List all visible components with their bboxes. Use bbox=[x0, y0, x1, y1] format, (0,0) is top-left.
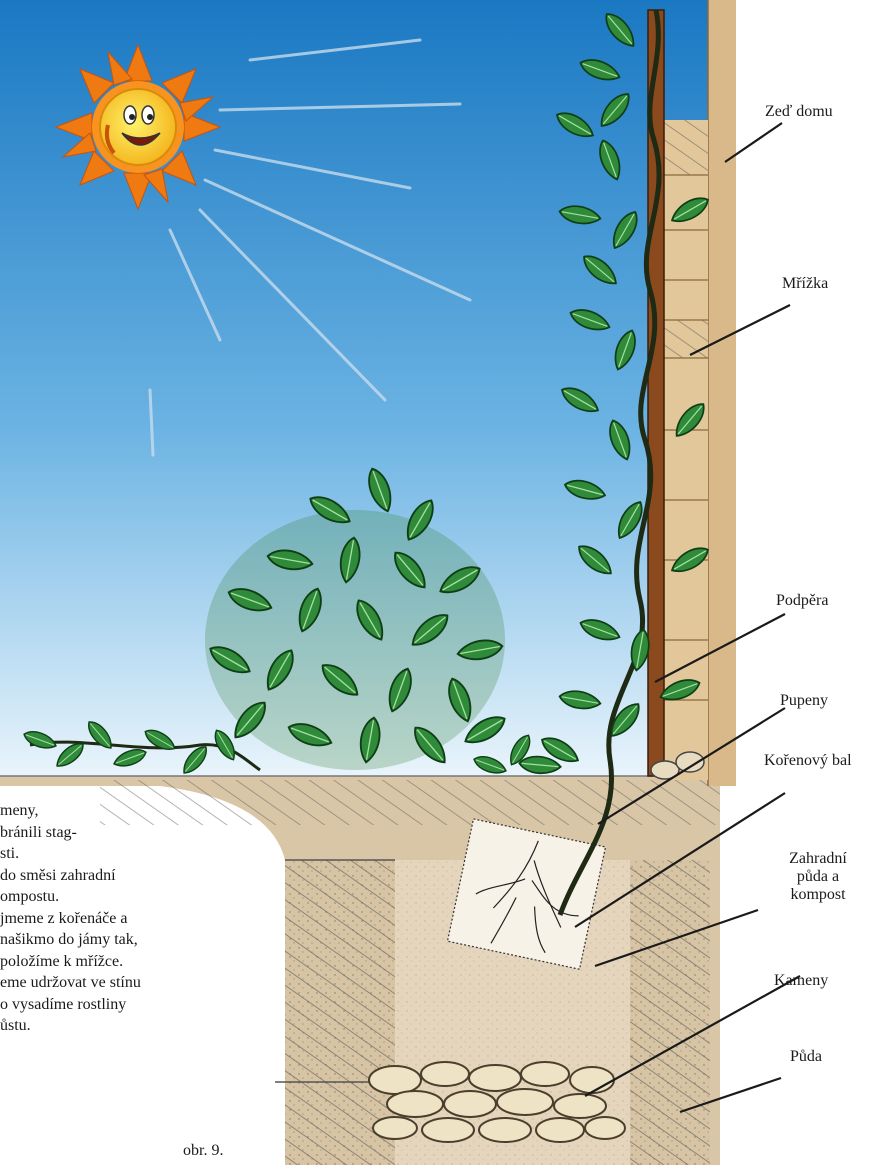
text-line: do směsi zahradní bbox=[0, 865, 270, 887]
sun-icon bbox=[56, 45, 220, 209]
label-support: Podpěra bbox=[776, 592, 828, 610]
text-line: meny, bbox=[0, 800, 270, 822]
text-line: ůstu. bbox=[0, 1015, 270, 1037]
text-line: sti. bbox=[0, 843, 270, 865]
instruction-text: meny, bránili stag- sti. do směsi zahrad… bbox=[0, 800, 270, 1037]
stones bbox=[369, 1062, 625, 1142]
label-soil-mix-line: Zahradní bbox=[768, 850, 868, 868]
label-soil: Půda bbox=[790, 1048, 822, 1066]
text-line: položíme k mřížce. bbox=[0, 951, 270, 973]
label-soil-mix-line: kompost bbox=[768, 886, 868, 904]
label-soil-mix-line: půda a bbox=[768, 868, 868, 886]
text-line: našikmo do jámy tak, bbox=[0, 929, 270, 951]
label-wall: Zeď domu bbox=[765, 103, 833, 121]
label-stones: Kameny bbox=[774, 972, 828, 990]
text-line: ompostu. bbox=[0, 886, 270, 908]
label-trellis: Mřížka bbox=[782, 275, 828, 293]
text-line: eme udržovat ve stínu bbox=[0, 972, 270, 994]
text-line: jmeme z kořenáče a bbox=[0, 908, 270, 930]
label-soil-mix: Zahradní půda a kompost bbox=[768, 850, 868, 904]
figure-caption: obr. 9. bbox=[183, 1142, 223, 1160]
label-rootball: Kořenový bal bbox=[764, 752, 852, 770]
text-line: o vysadíme rostliny bbox=[0, 994, 270, 1016]
label-buds: Pupeny bbox=[780, 692, 828, 710]
text-line: bránili stag- bbox=[0, 822, 270, 844]
